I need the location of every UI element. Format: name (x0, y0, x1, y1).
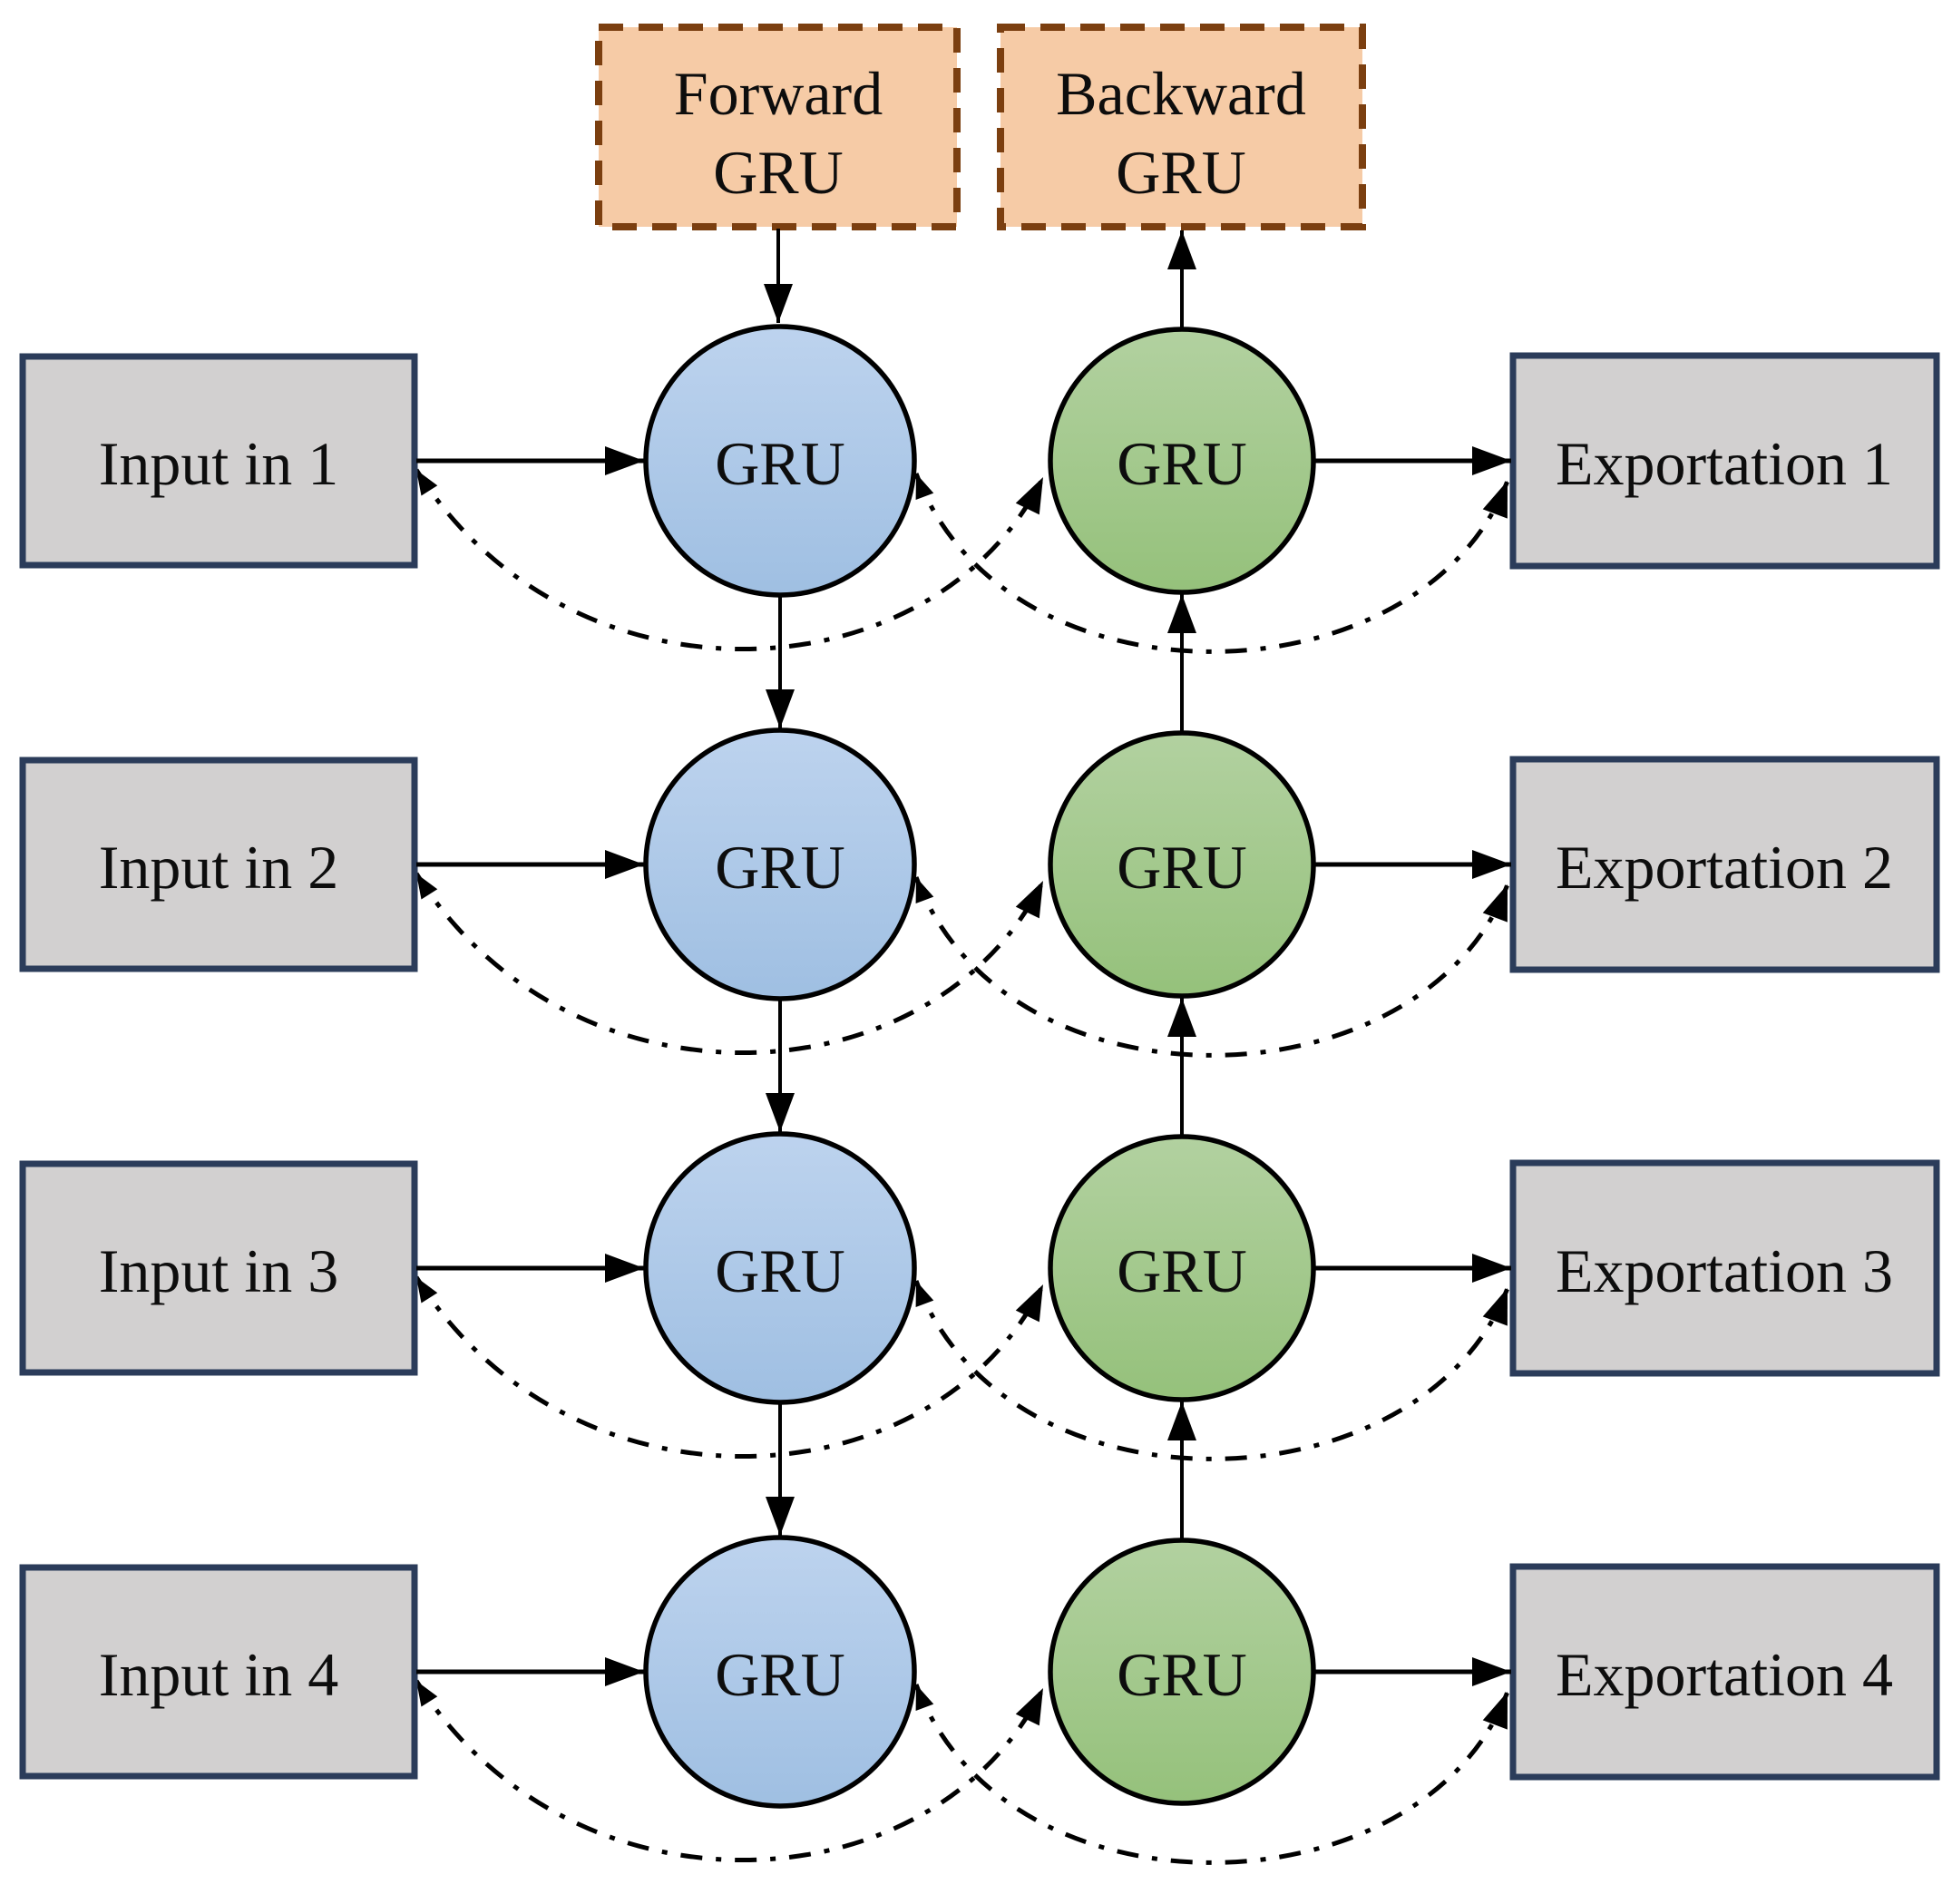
input-box (19, 353, 418, 569)
backward-cell-label: GRU (1117, 429, 1247, 498)
backward-gru-cell (1048, 1134, 1316, 1402)
dashdot-input-to-backward-cell (414, 872, 1046, 1055)
backward-gru-cell (1048, 1538, 1316, 1806)
backward-cell-label: GRU (1117, 1236, 1247, 1305)
row: Input in 1 Exportation 1 GRU GRU (19, 324, 1940, 731)
dashdot-input-to-backward-cell (414, 468, 1046, 651)
dashdot-input-to-backward-cell (414, 1275, 1046, 1459)
forward-cell-label: GRU (715, 833, 845, 902)
backward-gru-box (997, 24, 1366, 230)
row: Input in 3 Exportation 3 GRU GRU (19, 1131, 1940, 1538)
backward-cell-label: GRU (1117, 1640, 1247, 1709)
backward-gru-label-line2: GRU (1116, 138, 1246, 207)
exportation-box (1509, 352, 1940, 570)
backward-gru-label-line1: Backward (1056, 59, 1306, 128)
input-box (19, 1160, 418, 1376)
exportation-box (1509, 1159, 1940, 1377)
forward-cell-label: GRU (715, 429, 845, 498)
exportation-label: Exportation 1 (1556, 429, 1893, 498)
row: Input in 2 Exportation 2 GRU GRU (19, 727, 1940, 1135)
input-box (19, 757, 418, 972)
forward-gru-box (595, 24, 961, 230)
backward-gru-cell (1048, 327, 1316, 595)
exportation-label: Exportation 4 (1556, 1640, 1893, 1709)
forward-gru-cell (643, 1535, 917, 1809)
forward-gru-label-line1: Forward (674, 59, 883, 128)
forward-gru-cell (643, 1131, 917, 1405)
exportation-box (1509, 1563, 1940, 1781)
dashdot-input-to-backward-cell (414, 1679, 1046, 1862)
forward-cell-label: GRU (715, 1236, 845, 1305)
row: Input in 4 Exportation 4 GRU GRU (19, 1535, 1940, 1865)
input-box (19, 1564, 418, 1780)
forward-cell-label: GRU (715, 1640, 845, 1709)
backward-gru-cell (1048, 730, 1316, 999)
forward-gru-cell (643, 727, 917, 1001)
input-label: Input in 3 (99, 1236, 338, 1305)
forward-gru-cell (643, 324, 917, 598)
backward-cell-label: GRU (1117, 833, 1247, 902)
input-label: Input in 2 (99, 833, 338, 902)
exportation-label: Exportation 2 (1556, 833, 1893, 902)
input-label: Input in 4 (99, 1640, 338, 1709)
forward-gru-label-line2: GRU (713, 138, 844, 207)
exportation-label: Exportation 3 (1556, 1236, 1893, 1305)
exportation-box (1509, 756, 1940, 973)
input-label: Input in 1 (99, 429, 338, 498)
